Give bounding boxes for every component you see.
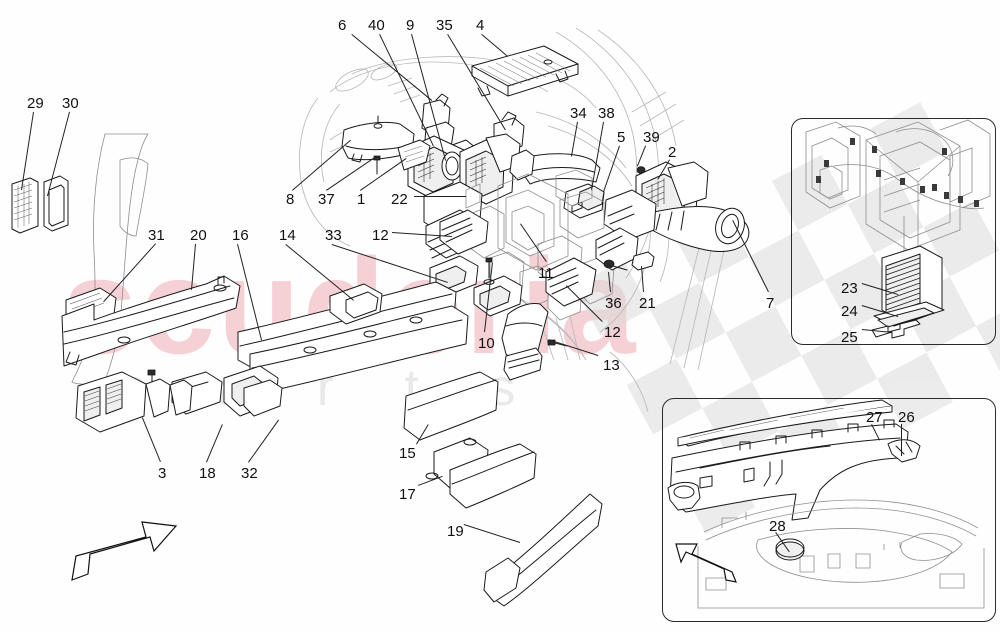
callout-number-c35[interactable]: 35 (436, 17, 453, 34)
callout-number-c4[interactable]: 4 (476, 17, 485, 34)
callout-number-c30[interactable]: 30 (62, 95, 79, 112)
leader-line-8 (292, 140, 351, 191)
callout-number-c10[interactable]: 10 (478, 335, 495, 352)
callout-number-c11[interactable]: 11 (538, 265, 554, 282)
leader-line-32 (248, 420, 279, 463)
leader-line-34 (571, 121, 578, 156)
leader-line-11 (520, 223, 547, 262)
leader-line-37 (326, 156, 377, 191)
callout-number-c29[interactable]: 29 (27, 95, 44, 112)
callout-number-c12b[interactable]: 12 (604, 324, 621, 341)
a-pillar-trim-ghost (72, 134, 148, 384)
leader-line-36 (608, 271, 611, 292)
leader-line-12 (566, 285, 603, 322)
part-7-air-hose (604, 190, 749, 252)
leader-line-14 (285, 244, 354, 301)
part-20-rear-floor-duct-long (62, 276, 240, 366)
callout-number-c33[interactable]: 33 (325, 227, 342, 244)
callout-number-c27[interactable]: 27 (866, 409, 883, 426)
callout-number-c22[interactable]: 22 (391, 191, 408, 208)
leader-line-22 (414, 196, 466, 197)
callout-number-c34[interactable]: 34 (570, 105, 587, 122)
callout-number-c39[interactable]: 39 (643, 129, 660, 146)
ghost-dashboard-outline (299, 28, 724, 412)
leader-line-17 (418, 476, 443, 486)
callout-number-c9[interactable]: 9 (406, 17, 415, 34)
part-33-10-rect-outlets (430, 256, 522, 316)
callout-number-c6[interactable]: 6 (338, 17, 347, 34)
part-19-lower-long-duct (484, 494, 602, 606)
leader-line-9 (411, 34, 446, 161)
leader-line-10 (484, 262, 493, 333)
part-16-32-center-tunnel-duct (148, 282, 468, 416)
leader-line-29 (21, 111, 34, 190)
callout-number-c12[interactable]: 12 (372, 227, 389, 244)
leader-line-15 (416, 424, 429, 445)
callout-number-c15[interactable]: 15 (399, 445, 416, 462)
part-2-passenger-vent (636, 162, 708, 226)
callout-number-c2[interactable]: 2 (668, 144, 677, 161)
callout-number-c16[interactable]: 16 (232, 227, 249, 244)
leader-line-12 (391, 232, 452, 237)
leader-line-20 (191, 243, 196, 290)
callout-number-c8[interactable]: 8 (286, 191, 295, 208)
callout-number-c38[interactable]: 38 (598, 105, 615, 122)
leader-line-33 (331, 244, 448, 283)
callout-number-c24[interactable]: 24 (841, 303, 858, 320)
part-36-screw (604, 260, 627, 270)
leader-line-39 (637, 145, 646, 166)
leader-line-5 (603, 145, 620, 192)
callout-number-c20[interactable]: 20 (190, 227, 207, 244)
part-14-rear-outlet-block (330, 284, 382, 324)
part-34-upper-air-duct (510, 150, 600, 184)
part-21-retaining-clip (632, 252, 654, 270)
leader-line-3 (142, 417, 161, 462)
part-4-defroster-grille (472, 46, 578, 96)
callout-number-c7[interactable]: 7 (766, 295, 775, 312)
callout-number-c5[interactable]: 5 (617, 129, 626, 146)
leader-line-19 (463, 524, 520, 543)
leader-line-30 (47, 111, 70, 196)
callout-number-c36[interactable]: 36 (605, 295, 622, 312)
part-8-37-dash-trim-panel (342, 116, 430, 174)
callout-number-c21[interactable]: 21 (639, 295, 656, 312)
arrow-main-up-right (72, 522, 176, 580)
callout-number-c13[interactable]: 13 (603, 357, 620, 374)
leader-line-7 (732, 219, 769, 292)
callout-number-c28[interactable]: 28 (769, 518, 786, 535)
callout-number-c40[interactable]: 40 (368, 17, 385, 34)
leader-line-4 (481, 34, 508, 57)
part-15-17-floor-duct (404, 372, 536, 508)
part-39-grommet (637, 167, 645, 174)
leader-line-2 (657, 159, 670, 180)
part-29-side-vent-grille (12, 178, 38, 233)
callout-number-c1[interactable]: 1 (357, 191, 366, 208)
callout-number-c14[interactable]: 14 (279, 227, 296, 244)
callout-number-c18[interactable]: 18 (199, 465, 216, 482)
callout-number-c17[interactable]: 17 (399, 486, 416, 503)
callout-number-c3[interactable]: 3 (158, 465, 167, 482)
callout-number-c19[interactable]: 19 (447, 523, 464, 540)
leader-line-21 (641, 265, 644, 292)
callout-number-c37[interactable]: 37 (318, 191, 335, 208)
leader-line-13 (548, 339, 599, 356)
callout-number-c25[interactable]: 25 (841, 329, 858, 346)
windscreen-duct-inset (662, 398, 996, 622)
callout-number-c32[interactable]: 32 (241, 465, 258, 482)
part-30-vent-seal-frame (44, 176, 68, 231)
leader-line-38 (591, 121, 604, 190)
leader-line-18 (206, 424, 223, 463)
leader-line-16 (237, 244, 262, 341)
callout-number-c31[interactable]: 31 (148, 227, 165, 244)
evaporator-and-cabin-filter-inset (791, 118, 996, 345)
part-38-5-sensor-module (564, 184, 604, 218)
leader-line-31 (103, 243, 156, 302)
watermark-parts-text: p a r t s (118, 359, 544, 417)
callout-number-c23[interactable]: 23 (841, 280, 858, 297)
callout-number-c26[interactable]: 26 (898, 409, 915, 426)
part-3-rear-air-vent (76, 372, 192, 432)
part-11-12-flexible-bellows (440, 210, 638, 306)
